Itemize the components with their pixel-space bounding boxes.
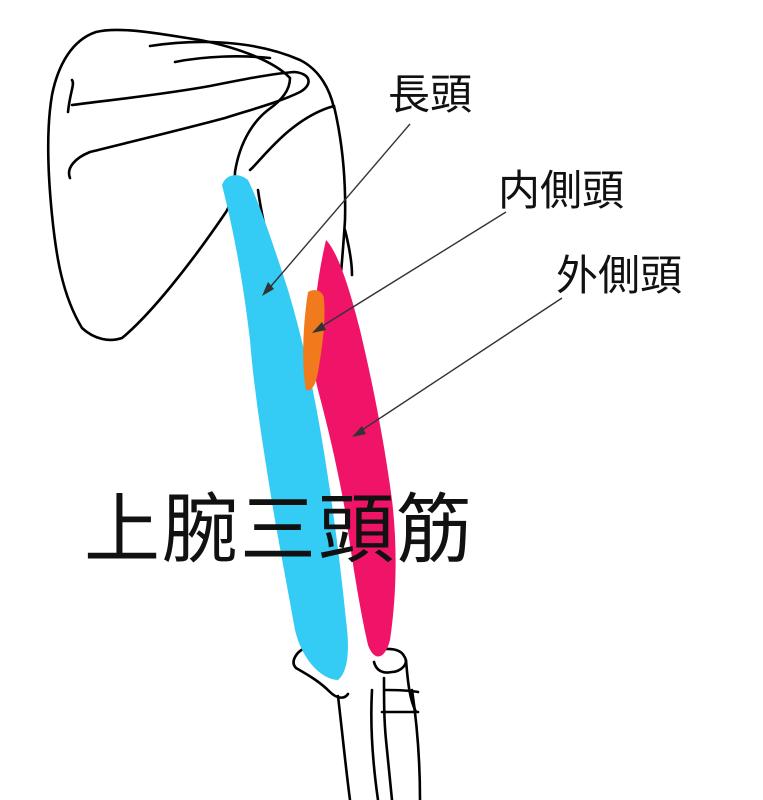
diagram-title: 上腕三頭筋	[84, 492, 474, 568]
scapular-spine	[69, 72, 309, 178]
forearm-bone	[371, 690, 378, 800]
humerus-outline	[345, 230, 352, 275]
lateral-head-label: 外側頭	[556, 255, 682, 297]
leader-line-lateral-head	[356, 298, 562, 434]
forearm-bone	[338, 696, 350, 800]
medial-head-label: 内側頭	[498, 170, 624, 212]
forearm-bone	[384, 678, 392, 800]
forearm-bone	[412, 690, 420, 800]
acromion-outline	[175, 56, 270, 62]
scapular-spine	[68, 80, 73, 112]
long-head-label: 長頭	[388, 74, 472, 116]
